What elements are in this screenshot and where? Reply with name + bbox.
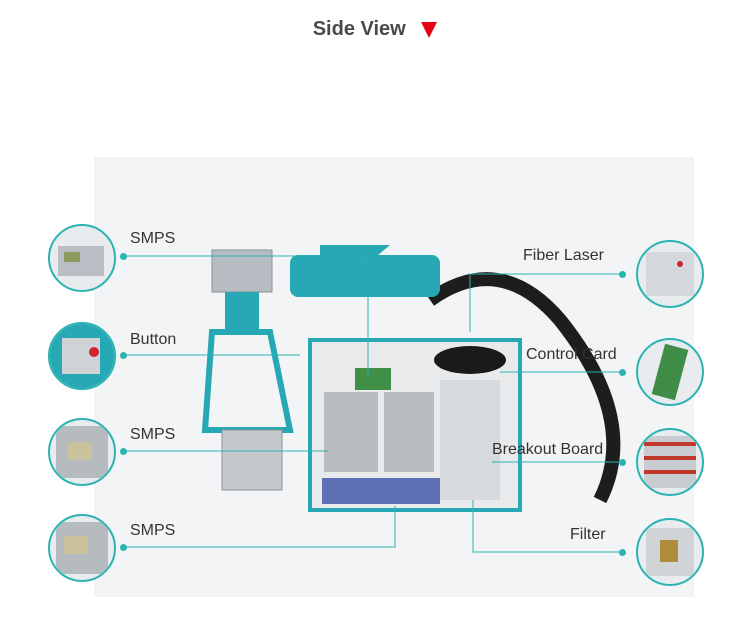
callout-lines bbox=[123, 255, 622, 553]
smps-detail-image-2 bbox=[48, 418, 116, 486]
psu-2 bbox=[384, 392, 434, 472]
callout-label-button: Button bbox=[130, 331, 177, 348]
page-title-text: Side View bbox=[312, 18, 406, 40]
control-card-detail-image bbox=[636, 338, 704, 406]
filter-detail-image bbox=[636, 518, 704, 586]
callout-label-control-card: Control Card bbox=[526, 346, 617, 363]
callout-dot-fiber-laser bbox=[619, 271, 626, 278]
button-detail-image bbox=[48, 322, 116, 390]
callout-dot-filter bbox=[619, 549, 626, 556]
callout-dot-smps-1 bbox=[120, 253, 127, 260]
laser-gun bbox=[290, 255, 440, 297]
callout-dot-smps-3 bbox=[120, 544, 127, 551]
callout-dot-smps-2 bbox=[120, 448, 127, 455]
fiber-cable bbox=[425, 272, 621, 504]
callout-dot-button bbox=[120, 352, 127, 359]
callout-label-smps-2: SMPS bbox=[130, 426, 176, 443]
smps-detail-image-1 bbox=[48, 224, 116, 292]
psu-1 bbox=[324, 392, 378, 472]
page-title: Side View bbox=[0, 18, 750, 41]
control-card-board bbox=[355, 368, 391, 390]
callout-label-filter: Filter bbox=[570, 526, 606, 543]
gun-handle bbox=[320, 245, 390, 262]
callout-label-breakout-board: Breakout Board bbox=[492, 441, 604, 458]
callout-label-smps-1: SMPS bbox=[130, 230, 176, 247]
column-top bbox=[225, 292, 259, 332]
terminal-strip bbox=[322, 478, 440, 504]
stand-frame bbox=[201, 329, 294, 433]
callout-label-fiber-laser: Fiber Laser bbox=[523, 247, 604, 264]
breakout-board-detail-image bbox=[636, 428, 704, 496]
callout-dot-breakout-board bbox=[619, 459, 626, 466]
breakout-area bbox=[440, 380, 500, 500]
down-arrow-icon bbox=[421, 21, 438, 38]
callout-dot-control-card bbox=[619, 369, 626, 376]
base-block bbox=[221, 429, 283, 491]
fiber-coil bbox=[434, 346, 506, 374]
galvo-head bbox=[211, 249, 273, 293]
smps-detail-image-3 bbox=[48, 514, 116, 582]
fiber-laser-detail-image bbox=[636, 240, 704, 308]
callout-label-smps-3: SMPS bbox=[130, 522, 176, 539]
